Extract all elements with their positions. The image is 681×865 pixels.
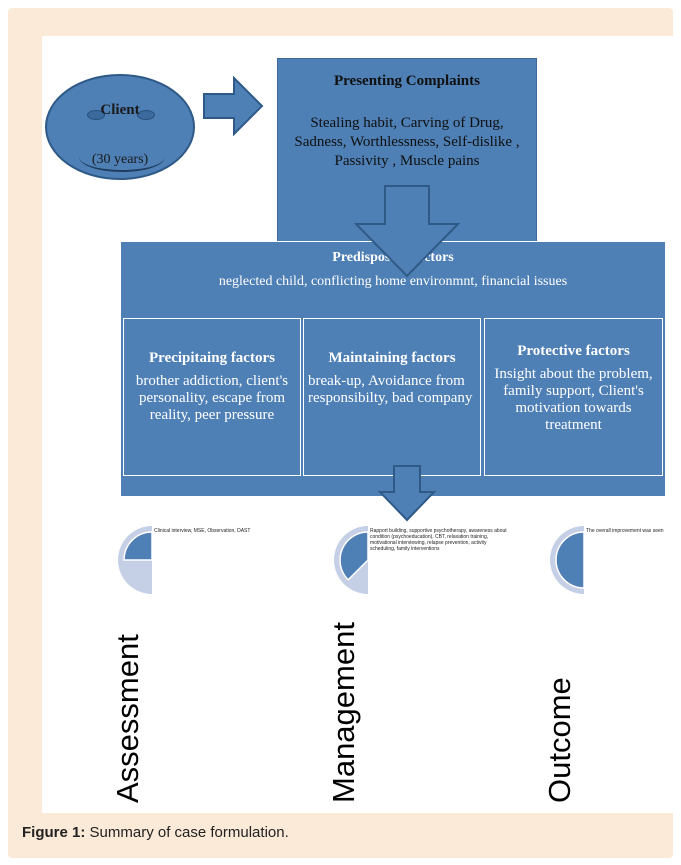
down-arrow-icon [353,185,461,278]
client-label: Client [100,102,140,118]
right-arrow-icon [203,76,264,136]
client-left-eye [87,110,105,120]
precipitating-factors-body: brother addiction, client's personality,… [135,373,289,423]
outcome-label: Outcome [542,677,577,803]
figure-caption-label: Figure 1: [22,824,86,841]
presenting-complaints-title: Presenting Complaints [334,73,480,89]
client-right-eye [137,110,155,120]
maintaining-factors-box: Maintaining factors break-up, Avoidance … [303,318,481,476]
maintaining-factors-body: break-up, Avoidance from responsibilty, … [308,373,473,406]
management-pie-icon [334,526,369,594]
pie-sector [555,531,585,589]
client-mouth [79,142,165,172]
client-age: (30 years) [91,152,149,167]
figure-frame: Client (30 years) Presenting Complaints … [8,8,681,858]
protective-factors-title: Protective factors [517,343,630,359]
client-ellipse: Client (30 years) [45,74,195,180]
outcome-note: The overall improvement was seen [586,528,664,534]
diagram-canvas: Client (30 years) Presenting Complaints … [42,36,681,813]
assessment-note: Clinical interview, MSE, Observation, DA… [154,528,251,534]
pie-sector [123,531,153,561]
predisposing-factors-body: neglected child, conflicting home enviro… [218,274,568,289]
protective-factors-body: Insight about the problem, family suppor… [494,366,653,433]
protective-factors-box: Protective factors Insight about the pro… [484,318,663,476]
figure-caption: Figure 1: Summary of case formulation. [22,824,289,841]
outcome-pie-icon [550,526,585,594]
assessment-pie-icon [118,526,153,594]
precipitating-factors-title: Precipitaing factors [149,350,275,366]
figure-caption-text: Summary of case formulation. [89,824,289,841]
maintaining-factors-title: Maintaining factors [328,350,456,366]
assessment-label: Assessment [110,634,145,803]
pie-sector [339,531,369,581]
management-label: Management [326,622,361,803]
precipitating-factors-box: Precipitaing factors brother addiction, … [123,318,301,476]
management-note: Rapport building, supportive psychothera… [370,528,507,552]
down-arrow-small-icon [377,465,437,522]
presenting-complaints-body: Stealing habit, Carving of Drug, Sadness… [294,115,520,169]
